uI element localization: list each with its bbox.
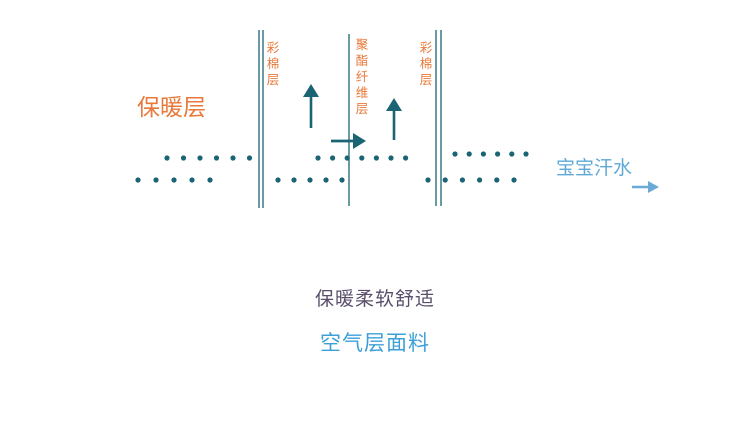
moisture-dot <box>442 177 448 183</box>
moisture-dot <box>511 177 517 183</box>
up-arrow-left <box>303 84 319 128</box>
moisture-dot <box>480 151 486 157</box>
moisture-dot <box>403 155 409 161</box>
moisture-dot <box>315 155 321 161</box>
outward-arrow <box>632 181 659 193</box>
moisture-dot <box>171 177 177 183</box>
moisture-dot <box>494 177 500 183</box>
moisture-dot <box>466 151 472 157</box>
moisture-dot <box>197 155 203 161</box>
polyester-label: 聚酯纤维层 <box>356 37 369 116</box>
moisture-dot <box>359 155 365 161</box>
moisture-dot <box>207 177 213 183</box>
layer-lines <box>258 30 442 208</box>
cotton-left-label: 彩棉层 <box>267 40 280 87</box>
moisture-dot <box>330 155 336 161</box>
moisture-dot <box>153 177 159 183</box>
arrows <box>303 84 659 193</box>
moisture-dot <box>164 155 170 161</box>
moisture-dot <box>213 155 220 161</box>
moisture-dot <box>477 177 483 183</box>
moisture-dot <box>246 155 253 161</box>
moisture-dot <box>523 151 529 157</box>
moisture-dot <box>495 151 501 157</box>
moisture-dot <box>275 177 281 183</box>
moisture-dot <box>189 177 195 183</box>
moisture-dot <box>339 177 345 183</box>
up-arrow-right <box>386 98 402 140</box>
caption-comfort: 保暖柔软舒适 <box>314 288 435 310</box>
moisture-dot <box>425 177 431 183</box>
moisture-dot <box>291 177 297 183</box>
moisture-dots <box>135 151 529 183</box>
moisture-dot <box>459 177 465 183</box>
moisture-dot <box>135 177 141 183</box>
moisture-dot <box>307 177 313 183</box>
sweat-label: 宝宝汗水 <box>556 157 632 179</box>
moisture-dot <box>509 151 515 157</box>
moisture-dot <box>452 151 458 157</box>
moisture-dot <box>180 155 187 161</box>
right-arrow-center <box>331 133 366 149</box>
moisture-dot <box>388 155 394 161</box>
moisture-dot <box>230 155 236 161</box>
moisture-dot <box>323 177 329 183</box>
cotton-right-label: 彩棉层 <box>420 40 433 87</box>
caption-fabric: 空气层面料 <box>320 331 430 355</box>
warm-layer-label: 保暖层 <box>137 95 206 121</box>
moisture-dot <box>373 155 379 161</box>
